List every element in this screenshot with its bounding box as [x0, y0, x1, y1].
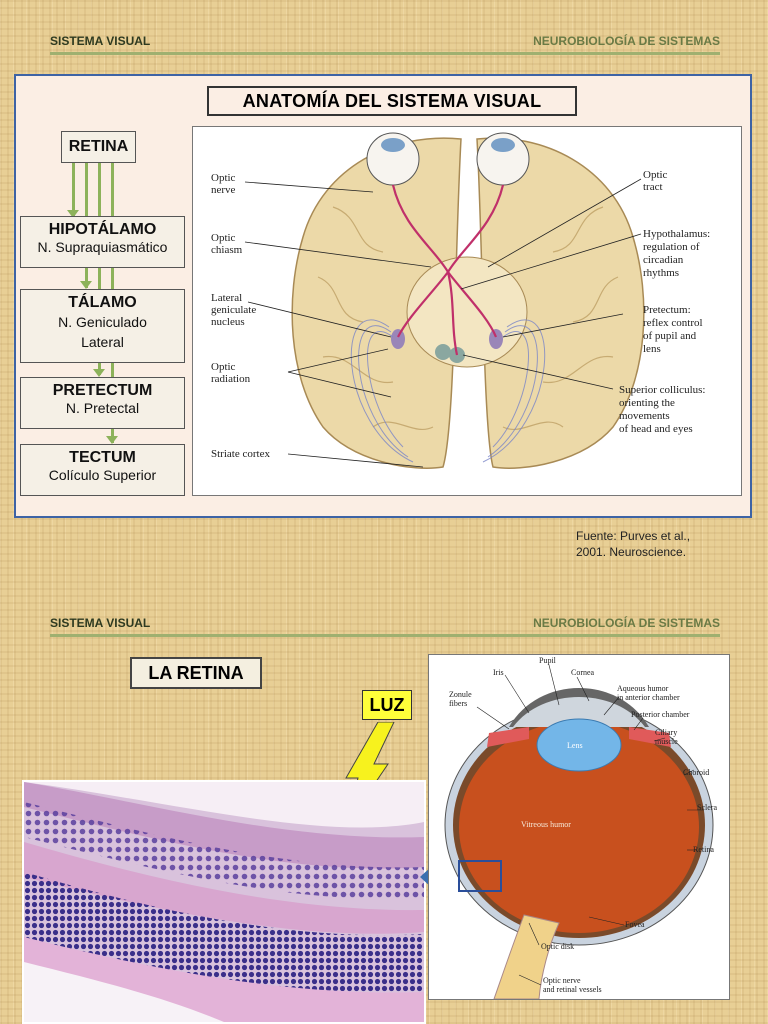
flow-line — [98, 163, 101, 375]
header-right-label: NEUROBIOLOGÍA DE SISTEMAS — [533, 34, 720, 48]
slide-header-top: SISTEMA VISUAL NEUROBIOLOGÍA DE SISTEMAS — [50, 32, 720, 55]
eye-label-vitreous: Vitreous humor — [521, 820, 571, 829]
eye-label-lens: Lens — [567, 741, 583, 750]
tectum-box: TECTUM Colículo Superior — [20, 444, 185, 496]
arrow-head — [67, 210, 79, 218]
arrow-head — [106, 436, 118, 444]
eye-label-cornea: Cornea — [571, 668, 595, 677]
eye-label-pupil: Pupil — [539, 656, 557, 665]
eye-label-posterior: Posterior chamber — [631, 710, 690, 719]
slide-header-bottom: SISTEMA VISUAL NEUROBIOLOGÍA DE SISTEMAS — [50, 614, 720, 637]
eye-label-retina: Retina — [693, 845, 714, 854]
source-caption: Fuente: Purves et al., 2001. Neuroscienc… — [576, 529, 691, 559]
eye-label-optic-disk: Optic disk — [541, 942, 574, 951]
header-right-label: NEUROBIOLOGÍA DE SISTEMAS — [533, 616, 720, 630]
thalamus-box: TÁLAMO N. Geniculado Lateral — [20, 289, 185, 363]
eye-label-iris: Iris — [493, 668, 504, 677]
retina-histology-image — [22, 780, 426, 1024]
arrow-head — [80, 281, 92, 289]
retina-box: RETINA — [61, 131, 136, 163]
header-left-label: SISTEMA VISUAL — [50, 616, 151, 630]
eye-label-fovea: Fovea — [625, 920, 645, 929]
panel-title: ANATOMÍA DEL SISTEMA VISUAL — [207, 86, 577, 116]
pretectum-box: PRETECTUM N. Pretectal — [20, 377, 185, 429]
retina-title: LA RETINA — [130, 657, 262, 689]
eye-label-choroid: Choroid — [683, 768, 709, 777]
label-striate-cortex: Striate cortex — [211, 448, 270, 460]
light-label: LUZ — [362, 690, 412, 720]
header-left-label: SISTEMA VISUAL — [50, 34, 151, 48]
arrow-head — [93, 369, 105, 377]
hypothalamus-box: HIPOTÁLAMO N. Supraquiasmático — [20, 216, 185, 268]
flow-line — [72, 163, 75, 218]
eye-label-sclera: Sclera — [697, 803, 717, 812]
